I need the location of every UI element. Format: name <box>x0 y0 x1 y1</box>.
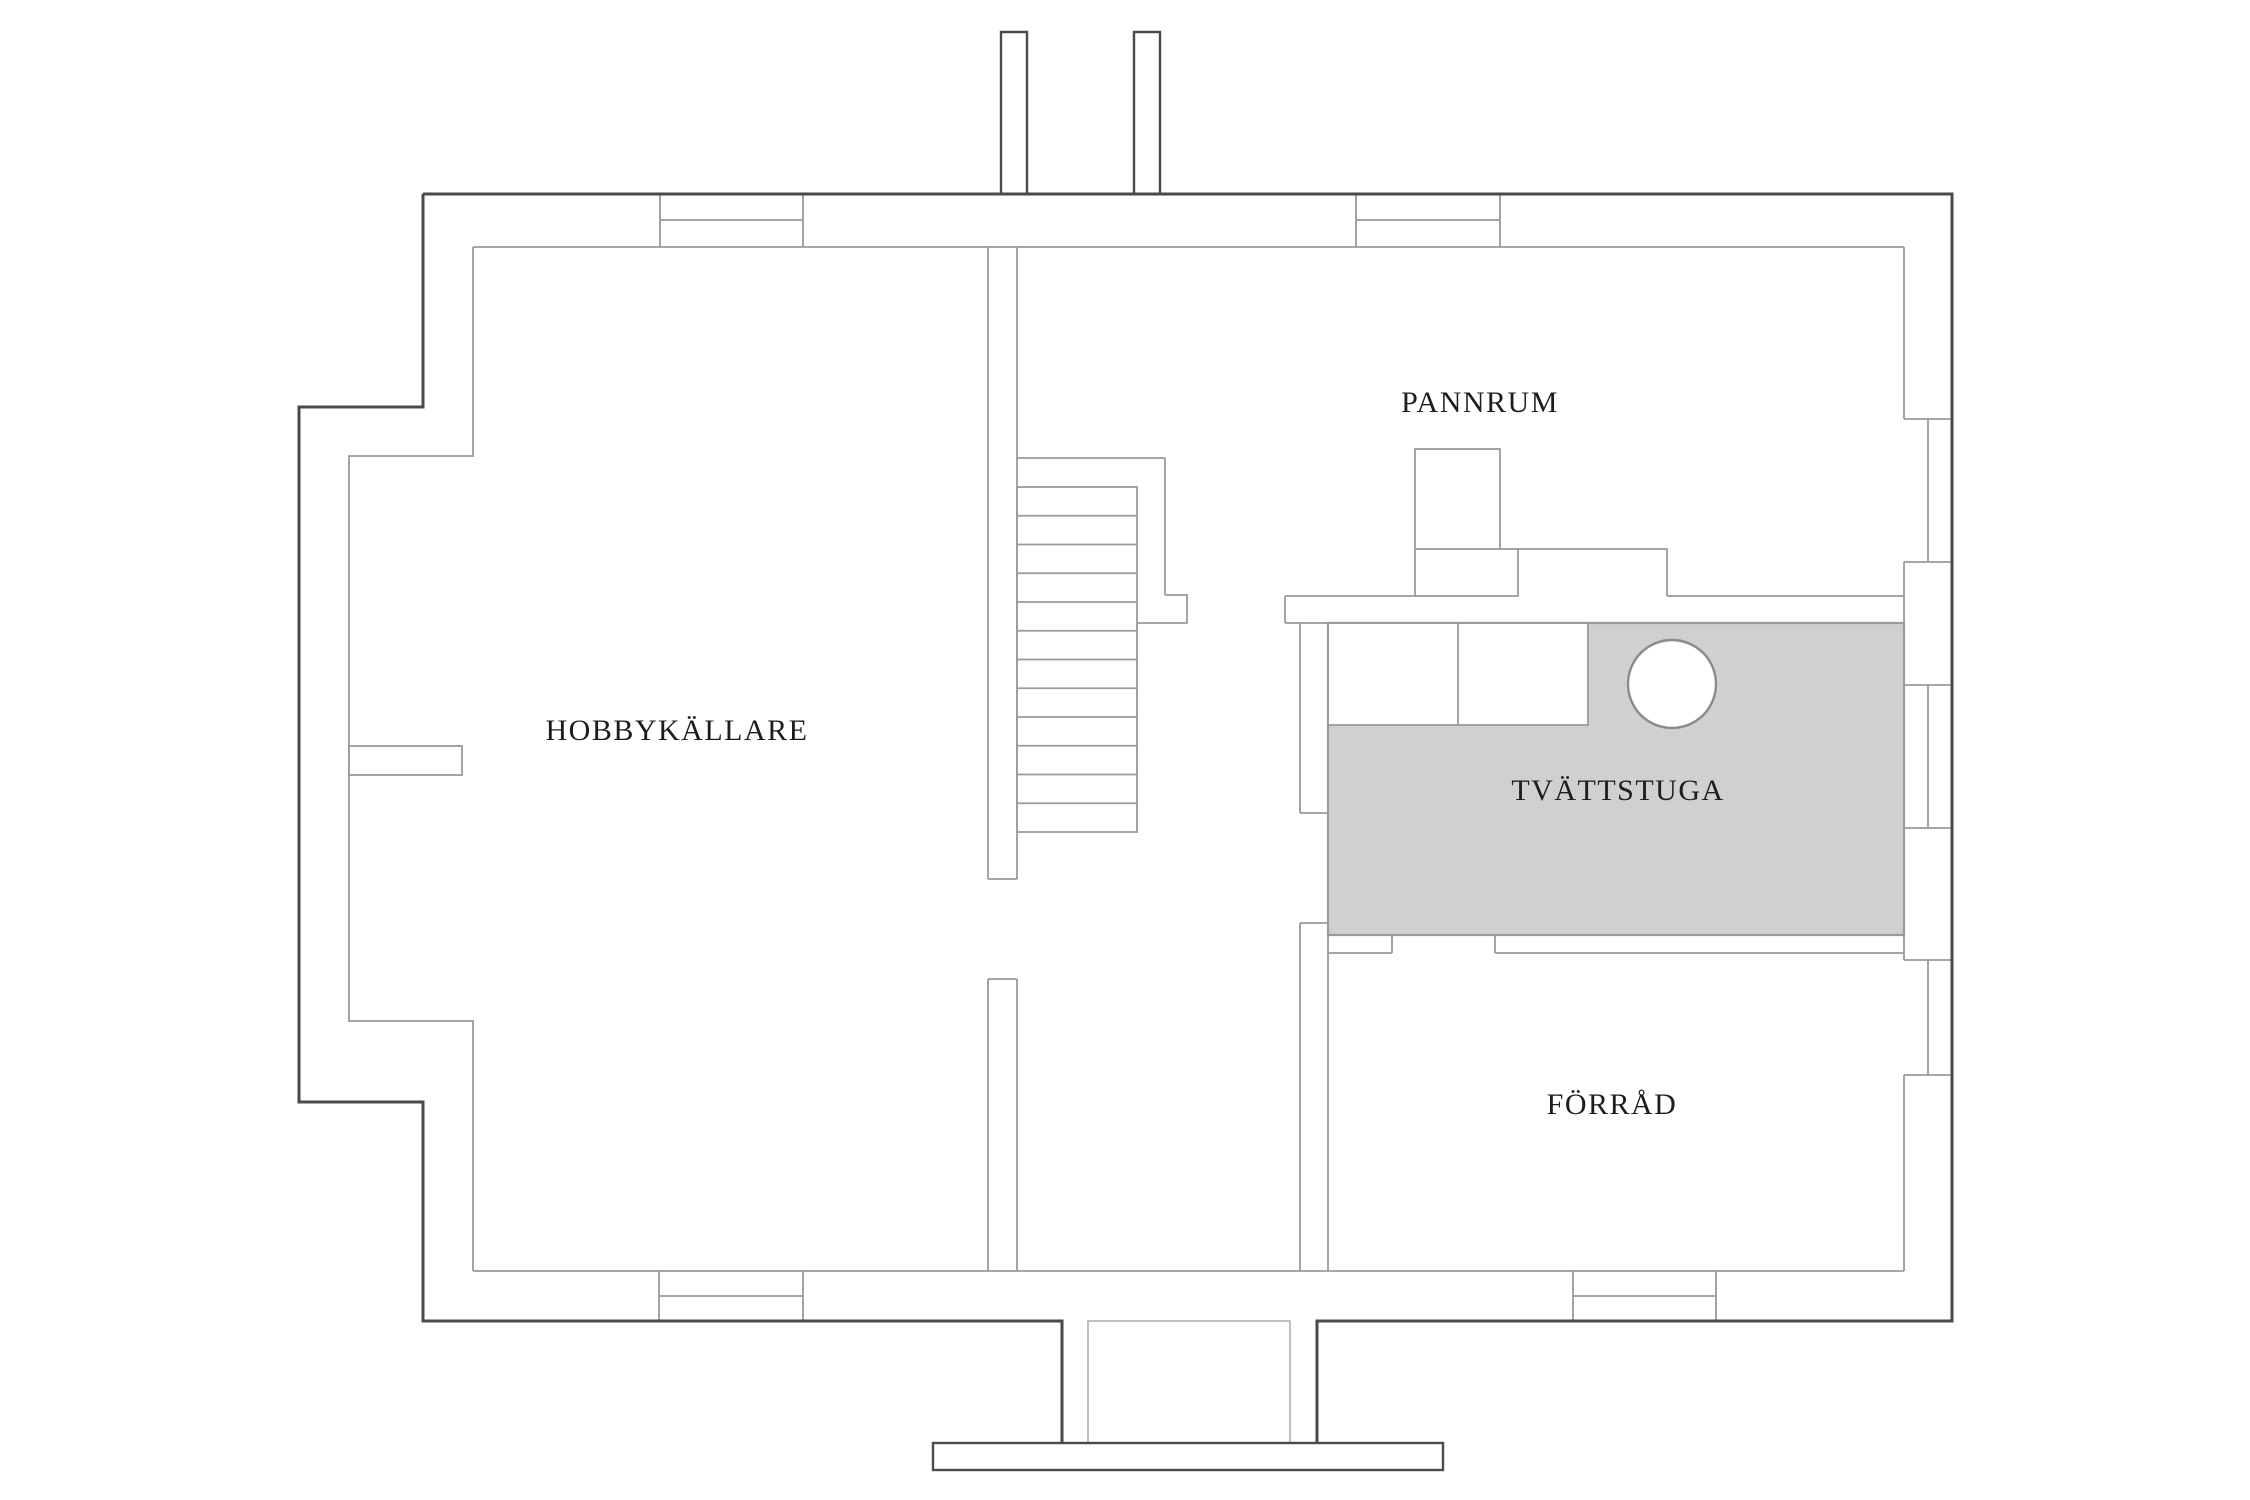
porch-step-outer <box>931 1441 1445 1472</box>
entrance-porch <box>931 1320 1445 1472</box>
stair-treads <box>1017 514 1137 805</box>
outer-wall-bottom-left <box>297 194 1064 1443</box>
laundry-room-area <box>1326 621 1906 937</box>
window-right-lower <box>1904 959 1952 1076</box>
boiler-room-left-wall <box>1017 457 1188 832</box>
outer-wall-top-right <box>423 192 1954 1443</box>
room-label-tvattstuga: TVÄTTSTUGA <box>1511 774 1725 807</box>
laundry-basin-circle <box>1626 638 1718 730</box>
chimney-stack-left <box>999 30 1029 194</box>
window-right-upper <box>1904 418 1952 563</box>
storage-top-wall <box>1328 935 1904 954</box>
laundry-left-wall-lower <box>1299 922 1329 1271</box>
left-wall-pier <box>348 745 463 776</box>
stair-hall-wall-upper <box>987 247 1018 880</box>
inner-walls <box>348 194 1952 1321</box>
window-bottom-left <box>658 1271 804 1321</box>
outer-walls <box>297 30 1954 1443</box>
boiler-unit-outline <box>1414 448 1501 550</box>
chimney-stack-right <box>1132 30 1162 194</box>
chimney-mass-outline <box>1518 548 1668 596</box>
window-top-left <box>659 194 804 247</box>
room-label-hobbykallare: HOBBYKÄLLARE <box>545 714 809 747</box>
window-top-right <box>1355 194 1501 247</box>
porch-step-inner <box>1087 1320 1291 1444</box>
room-label-forrad: FÖRRÅD <box>1546 1088 1678 1121</box>
staircase <box>1016 486 1138 833</box>
boiler-base-outline <box>1414 548 1519 597</box>
window-bottom-right <box>1572 1271 1717 1321</box>
left-inner-wall-line <box>348 247 474 1271</box>
stair-hall-wall-lower <box>987 978 1018 1271</box>
window-right-middle <box>1904 684 1952 829</box>
laundry-left-wall-upper <box>1299 623 1329 814</box>
boiler-room-south-wall <box>1284 595 1904 624</box>
room-label-pannrum: PANNRUM <box>1401 386 1559 419</box>
